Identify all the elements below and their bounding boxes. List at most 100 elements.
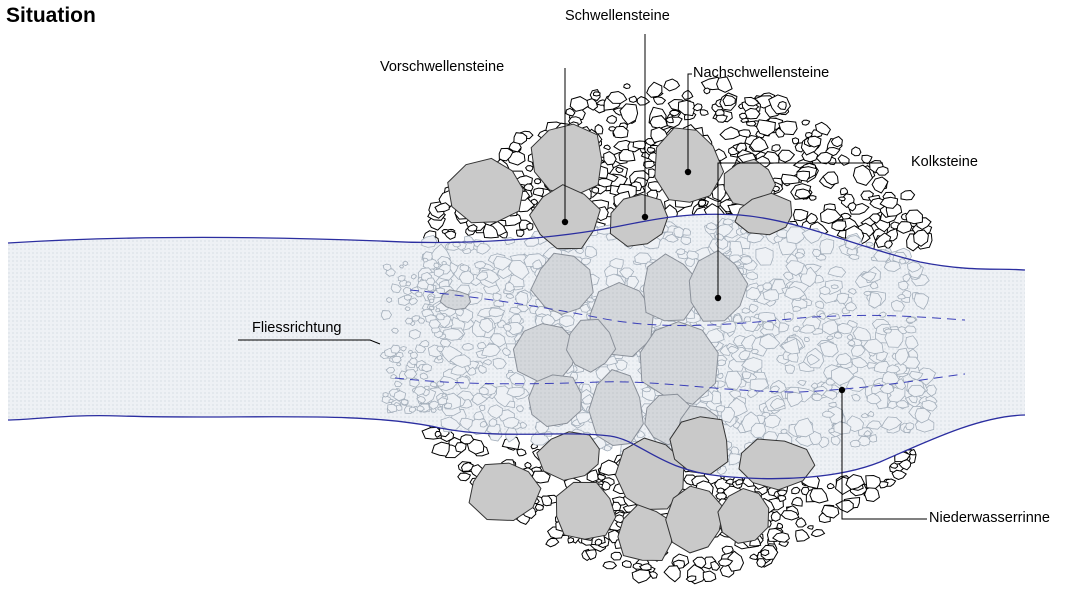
submerged-pebble <box>501 347 511 357</box>
pebble <box>513 132 528 145</box>
submerged-pebble <box>439 339 452 348</box>
submerged-pebble <box>886 364 901 374</box>
submerged-pebble <box>523 235 540 247</box>
submerged-pebble <box>405 281 412 287</box>
submerged-pebble <box>908 370 924 381</box>
pebble <box>434 202 450 213</box>
pebble <box>431 441 450 457</box>
submerged-pebble <box>722 218 735 226</box>
pebble <box>669 109 681 117</box>
submerged-pebble <box>476 243 492 255</box>
submerged-pebble <box>869 281 879 289</box>
submerged-pebble <box>417 317 426 324</box>
submerged-pebble <box>433 268 445 278</box>
submerged-pebble <box>750 348 759 355</box>
submerged-pebble <box>828 401 837 408</box>
pebble <box>850 146 862 157</box>
submerged-pebble <box>382 263 392 272</box>
pebble <box>760 544 779 561</box>
pebble <box>852 164 874 186</box>
pebble <box>728 146 740 156</box>
dot-niederwasserrinne <box>838 386 846 394</box>
submerged-pebble <box>416 395 426 404</box>
submerged-pebble <box>913 293 930 310</box>
submerged-pebble <box>762 289 780 302</box>
pebble <box>909 448 917 456</box>
submerged-pebble <box>410 273 417 280</box>
label-fliessrichtung: Fliessrichtung <box>252 320 342 336</box>
leader-fliessrichtung <box>238 339 381 345</box>
pebble <box>594 123 604 135</box>
submerged-pebble <box>880 416 903 431</box>
submerged-pebble <box>884 328 904 348</box>
submerged-pebble <box>822 390 838 400</box>
submerged-pebble <box>436 354 443 361</box>
pebble <box>835 499 854 513</box>
submerged-pebble <box>402 260 409 266</box>
dot-schwellensteine <box>641 213 649 221</box>
submerged-pebble <box>508 260 530 280</box>
pebble <box>755 119 776 137</box>
submerged-pebble <box>664 233 679 243</box>
submerged-pebble <box>559 315 575 328</box>
submerged-pebble <box>894 347 909 366</box>
submerged-pebble <box>390 344 401 354</box>
submerged-pebble <box>634 252 652 265</box>
submerged-pebble <box>479 317 494 334</box>
pebble <box>716 76 733 93</box>
pebble <box>760 549 770 557</box>
submerged-pebble <box>675 248 686 256</box>
pebble <box>900 189 916 201</box>
dot-kolksteine <box>714 294 722 302</box>
submerged-pebble <box>898 281 909 291</box>
submerged-pebble <box>428 400 440 410</box>
stone <box>617 504 674 562</box>
submerged-pebble <box>819 238 835 255</box>
submerged-pebble <box>515 291 529 306</box>
pebble <box>791 137 800 145</box>
submerged-pebble <box>709 390 722 405</box>
submerged-pebble <box>905 335 919 349</box>
submerged-pebble <box>604 444 612 452</box>
pebble <box>692 556 707 569</box>
submerged-pebble <box>680 236 692 246</box>
submerged-pebble <box>793 417 814 438</box>
submerged-pebble <box>686 250 699 260</box>
submerged-pebble <box>727 345 740 354</box>
pebble <box>584 549 597 561</box>
submerged-pebble <box>830 435 841 446</box>
submerged-pebble <box>757 311 777 323</box>
submerged-pebble <box>914 407 932 424</box>
submerged-pebble <box>724 370 742 390</box>
submerged-pebble <box>404 294 413 301</box>
pebble <box>601 480 611 491</box>
submerged-pebble <box>822 319 839 336</box>
submerged-pebble <box>811 393 823 401</box>
pebble <box>685 575 697 583</box>
pebble <box>889 462 899 469</box>
submerged-pebble <box>443 402 453 409</box>
label-vorschwellensteine: Vorschwellensteine <box>380 59 505 75</box>
submerged-pebble <box>394 380 403 388</box>
pebble <box>792 208 809 222</box>
submerged-pebble <box>784 286 806 300</box>
pebble <box>780 173 800 185</box>
pebble <box>623 83 631 90</box>
submerged-pebble <box>733 314 743 323</box>
submerged-pebble <box>479 420 487 428</box>
submerged-pebble <box>493 255 514 271</box>
submerged-stone <box>588 369 644 447</box>
submerged-pebble <box>866 392 882 405</box>
pebble <box>878 481 889 489</box>
submerged-pebble <box>519 421 528 429</box>
submerged-pebble <box>505 400 516 409</box>
pebble <box>533 178 542 185</box>
submerged-pebble <box>863 290 872 297</box>
submerged-pebble <box>390 327 399 334</box>
submerged-pebble <box>408 329 421 340</box>
submerged-pebble <box>784 364 795 374</box>
pebble <box>615 166 624 174</box>
submerged-pebble <box>848 254 860 260</box>
pebble <box>780 510 800 521</box>
submerged-pebble <box>502 323 512 332</box>
